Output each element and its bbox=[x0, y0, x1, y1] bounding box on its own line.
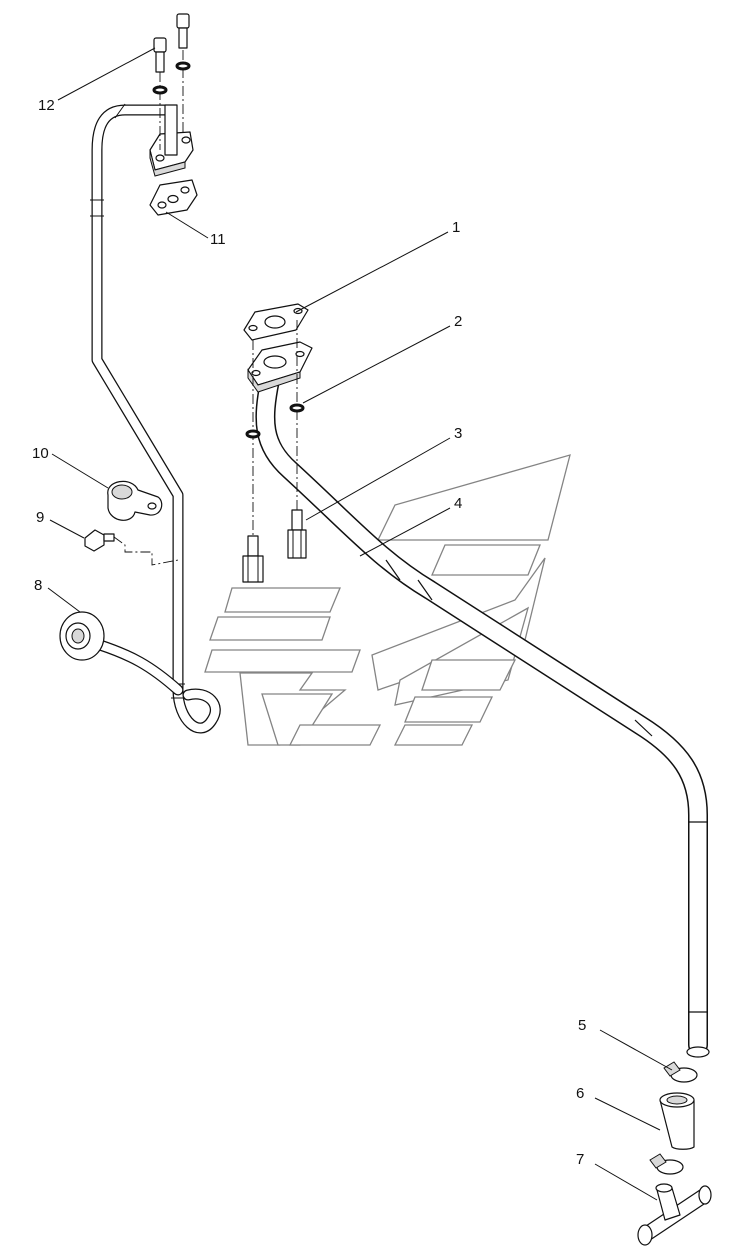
banjo-pipe bbox=[94, 639, 184, 696]
clip-bolt bbox=[84, 529, 115, 552]
callout-label: 2 bbox=[454, 313, 462, 330]
callout-label: 9 bbox=[36, 509, 44, 526]
callout-1: 1 bbox=[295, 219, 460, 313]
callout-label: 1 bbox=[452, 219, 460, 236]
watermark-logo bbox=[204, 454, 571, 746]
pipe-flange bbox=[247, 341, 313, 393]
callout-label: 7 bbox=[576, 1151, 584, 1168]
callout-5: 5 bbox=[578, 1017, 673, 1071]
cap-screw-right bbox=[176, 13, 190, 49]
callout-11: 11 bbox=[165, 211, 226, 248]
banjo-fitting bbox=[59, 611, 105, 661]
callout-3: 3 bbox=[305, 425, 462, 521]
pipe-clip bbox=[107, 480, 163, 521]
return-pipe bbox=[255, 370, 710, 1058]
callout-label: 3 bbox=[454, 425, 462, 442]
callout-label: 12 bbox=[38, 97, 55, 114]
stud-bolt-left bbox=[242, 535, 264, 583]
callout-label: 5 bbox=[578, 1017, 586, 1034]
callout-label: 8 bbox=[34, 577, 42, 594]
callout-2: 2 bbox=[302, 313, 462, 404]
callout-label: 4 bbox=[454, 495, 462, 512]
washer-left bbox=[245, 429, 261, 439]
hose-clamp-lower bbox=[649, 1153, 684, 1175]
callout-label: 10 bbox=[32, 445, 49, 462]
flange-gasket bbox=[243, 303, 309, 341]
washer-right bbox=[289, 403, 305, 413]
callout-6: 6 bbox=[576, 1085, 661, 1131]
callout-8: 8 bbox=[34, 577, 81, 613]
washer-upper-right bbox=[175, 61, 191, 71]
callout-label: 6 bbox=[576, 1085, 584, 1102]
stud-bolt-right bbox=[287, 509, 307, 559]
feed-pipe bbox=[90, 103, 221, 734]
callout-7: 7 bbox=[576, 1151, 658, 1201]
callout-4: 4 bbox=[359, 495, 462, 557]
callout-label: 11 bbox=[210, 231, 226, 248]
washer-upper-left bbox=[152, 85, 168, 95]
callout-9: 9 bbox=[36, 509, 85, 539]
rubber-hose bbox=[659, 1092, 695, 1150]
tee-fitting bbox=[637, 1183, 712, 1246]
upper-flange bbox=[149, 104, 194, 177]
cap-screw-left bbox=[153, 37, 167, 73]
hose-clamp-upper bbox=[663, 1061, 698, 1083]
callout-12: 12 bbox=[38, 47, 156, 114]
callout-10: 10 bbox=[32, 445, 109, 489]
upper-gasket bbox=[149, 179, 198, 216]
